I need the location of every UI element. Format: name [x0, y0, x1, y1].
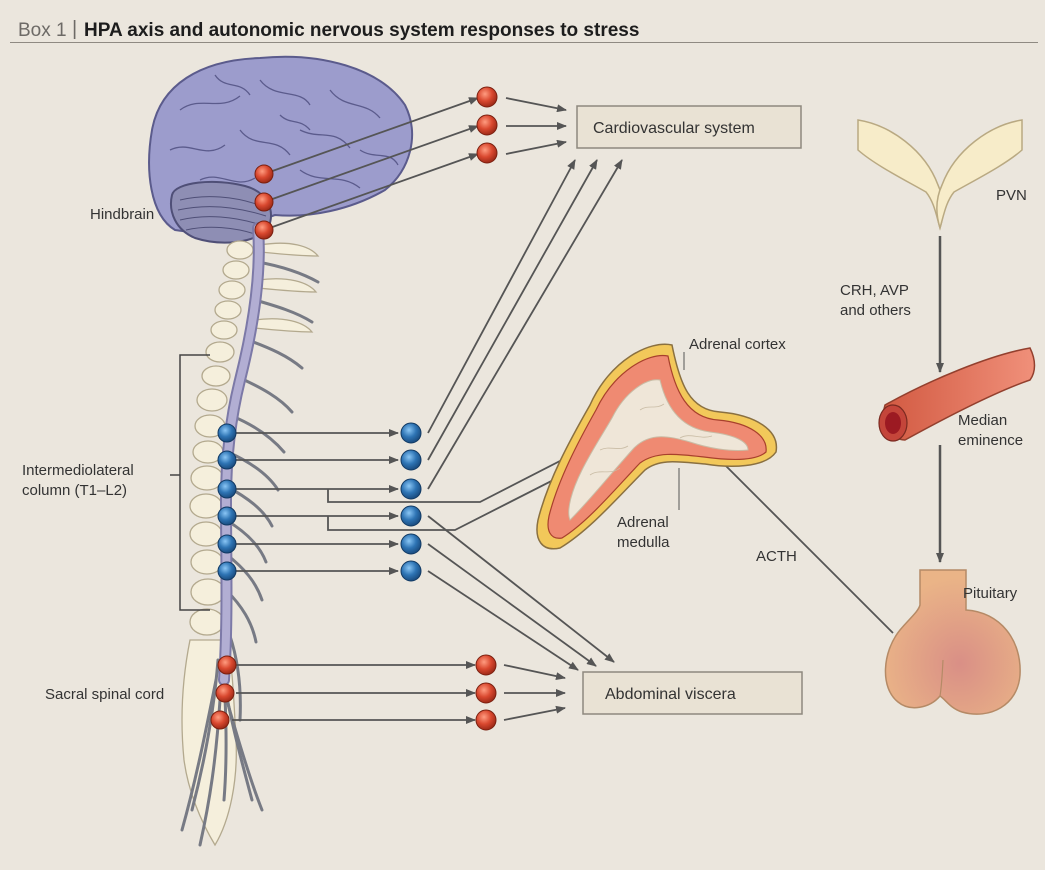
ganglion-sacral-1	[218, 656, 236, 674]
median-eminence-label-line1: Median	[958, 412, 1007, 429]
ganglion-hindbrain-2	[255, 193, 273, 211]
intermediolateral-label-line2: column (T1–L2)	[22, 482, 127, 499]
ganglion-pelvic-3	[476, 710, 496, 730]
ganglion-chain-4	[401, 506, 421, 526]
ganglion-chain-6	[401, 561, 421, 581]
pituitary-label: Pituitary	[963, 585, 1018, 602]
acth-label: ACTH	[756, 548, 797, 565]
ganglion-sacral-3	[211, 711, 229, 729]
ganglion-chain-5	[401, 534, 421, 554]
ganglion-pelvic-1	[476, 655, 496, 675]
ganglion-iml-2	[218, 451, 236, 469]
pvn-label: PVN	[996, 187, 1027, 204]
cardiovascular-label: Cardiovascular system	[593, 120, 755, 137]
ganglion-iml-3	[218, 480, 236, 498]
ganglion-hindbrain-1	[255, 165, 273, 183]
ganglion-chain-1	[401, 423, 421, 443]
intermediolateral-label-line1: Intermediolateral	[22, 462, 134, 479]
cardiovascular-box: Cardiovascular system	[577, 106, 801, 148]
brain	[149, 57, 412, 243]
crh-label-line2: and others	[840, 302, 911, 319]
ganglion-iml-6	[218, 562, 236, 580]
adrenal-medulla-label-line1: Adrenal	[617, 514, 669, 531]
hindbrain-label: Hindbrain	[90, 206, 154, 223]
ganglion-iml-5	[218, 535, 236, 553]
median-eminence-label-line2: eminence	[958, 432, 1023, 449]
adrenal-medulla-label-line2: medulla	[617, 534, 670, 551]
sacral-label: Sacral spinal cord	[45, 686, 164, 703]
abdominal-box: Abdominal viscera	[583, 672, 802, 714]
crh-label-line1: CRH, AVP	[840, 282, 909, 299]
ganglion-chain-3	[401, 479, 421, 499]
ganglion-cranial-1	[477, 87, 497, 107]
pvn-structure	[858, 120, 1022, 228]
abdominal-label: Abdominal viscera	[605, 686, 736, 703]
ganglion-cranial-2	[477, 115, 497, 135]
ganglion-hindbrain-3	[255, 221, 273, 239]
ganglion-cranial-3	[477, 143, 497, 163]
median-eminence-structure	[879, 348, 1035, 441]
ganglion-sacral-2	[216, 684, 234, 702]
ganglion-pelvic-2	[476, 683, 496, 703]
adrenal-cortex-label: Adrenal cortex	[689, 336, 786, 353]
ganglion-iml-1	[218, 424, 236, 442]
ganglion-chain-2	[401, 450, 421, 470]
ganglion-iml-4	[218, 507, 236, 525]
